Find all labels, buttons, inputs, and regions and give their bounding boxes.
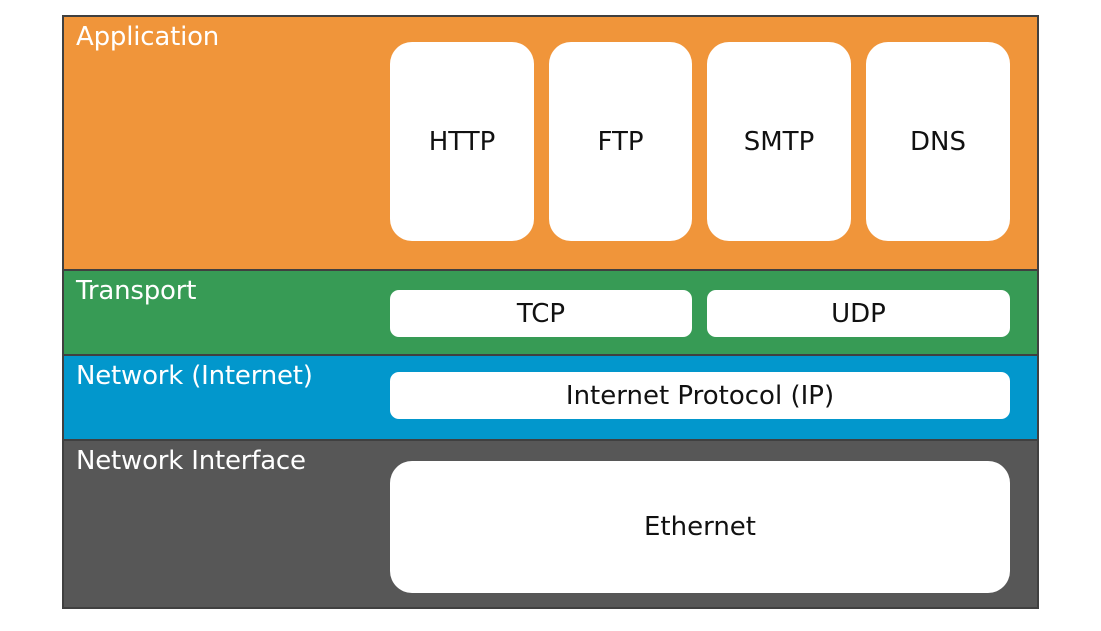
network-layer-label: Network (Internet)	[76, 361, 313, 391]
network-interface-layer: Network Interface Ethernet	[64, 439, 1037, 607]
network-layer: Network (Internet) Internet Protocol (IP…	[64, 354, 1037, 439]
ip-box: Internet Protocol (IP)	[390, 372, 1010, 419]
udp-box: UDP	[707, 290, 1010, 337]
application-layer-label: Application	[76, 22, 220, 52]
smtp-box: SMTP	[707, 42, 851, 241]
ftp-box: FTP	[549, 42, 692, 241]
tcp-ip-layer-stack: Application HTTP FTP SMTP DNS Transport …	[62, 15, 1039, 609]
network-interface-layer-label: Network Interface	[76, 446, 306, 476]
ethernet-box: Ethernet	[390, 461, 1010, 593]
transport-layer-label: Transport	[76, 276, 197, 306]
transport-layer: Transport TCP UDP	[64, 269, 1037, 354]
tcp-box: TCP	[390, 290, 692, 337]
application-layer: Application HTTP FTP SMTP DNS	[64, 17, 1037, 269]
dns-box: DNS	[866, 42, 1010, 241]
http-box: HTTP	[390, 42, 534, 241]
